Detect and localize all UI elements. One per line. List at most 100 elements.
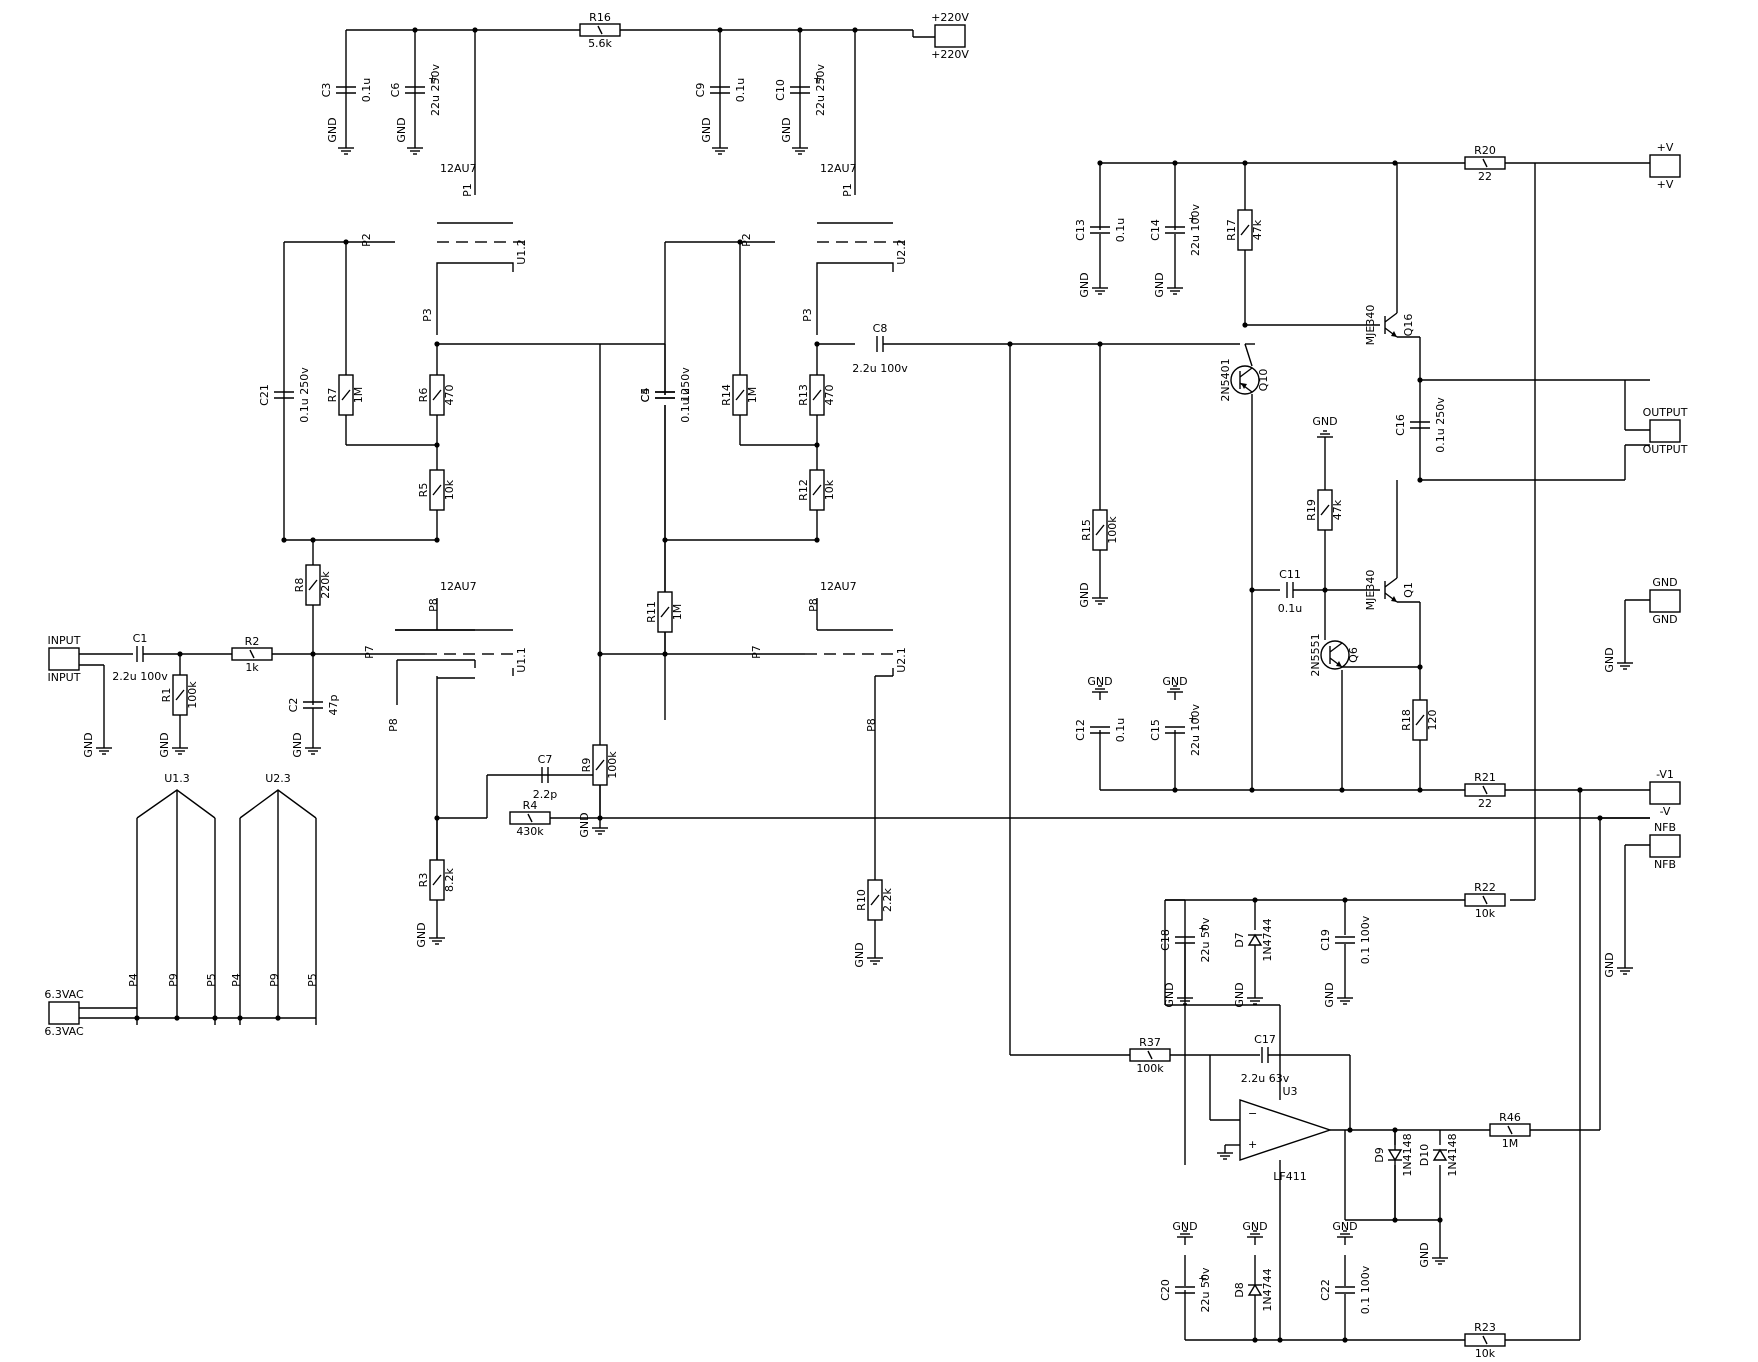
junction-dot — [1252, 1337, 1258, 1343]
value-label: 1N4744 — [1261, 918, 1274, 961]
polarity-mark: + — [1188, 212, 1197, 225]
junction-dot — [310, 537, 316, 543]
ground-symbol — [1617, 960, 1633, 975]
gnd-label: GND — [1312, 415, 1337, 428]
ground-symbol — [792, 140, 808, 155]
inverting-mark: − — [1248, 1107, 1257, 1120]
ref-label: C2 — [287, 698, 300, 713]
value-label: 1M — [746, 387, 759, 404]
ground-symbol — [1217, 1145, 1233, 1160]
junction-dot — [1417, 787, 1423, 793]
ground-symbol — [96, 740, 112, 755]
junction-dot — [737, 239, 743, 245]
junction-dot — [717, 27, 723, 33]
pin-label: P1 — [461, 183, 474, 197]
gnd-label: GND — [1603, 952, 1616, 977]
ref-label: C6 — [389, 83, 402, 98]
value-label: 0.1u — [1114, 218, 1127, 242]
junction-dot — [1339, 787, 1345, 793]
value-label: 10k — [443, 479, 456, 500]
ref-label: U3 — [1282, 1085, 1297, 1098]
resistor-r14: R14 1M — [720, 374, 759, 416]
ground-symbol — [429, 930, 445, 945]
junction-dot — [177, 651, 183, 657]
junction-dot — [597, 815, 603, 821]
ref-label: R14 — [720, 384, 733, 406]
value-label: 1M — [1502, 1137, 1519, 1150]
junction-dot — [1342, 897, 1348, 903]
value-label: 100k — [1106, 516, 1119, 544]
junction-dot — [472, 27, 478, 33]
ref-label: R17 — [1225, 219, 1238, 241]
wires — [79, 29, 1650, 1341]
junction-dot — [1392, 1217, 1398, 1223]
tube-ref: U2.1 — [895, 647, 908, 673]
ground-symbol — [1177, 1230, 1193, 1245]
ref-label: R21 — [1474, 771, 1496, 784]
gnd-label: GND — [291, 732, 304, 757]
connector-v1: -V1-V — [1649, 768, 1681, 818]
value-label: 1u — [679, 388, 692, 402]
value-label: 470 — [443, 385, 456, 406]
ref-label: D10 — [1418, 1144, 1431, 1166]
junction-dot — [1347, 1127, 1353, 1133]
ref-label: C1 — [133, 632, 148, 645]
junction-dot — [1417, 477, 1423, 483]
value-label: 100k — [186, 681, 199, 709]
gnd-label: GND — [415, 922, 428, 947]
junction-dot — [662, 651, 668, 657]
ref-label: C22 — [1319, 1279, 1332, 1301]
ref-label: C9 — [694, 83, 707, 98]
gnd-label: GND — [700, 117, 713, 142]
connector-value: INPUT — [48, 671, 81, 684]
junction-dot — [434, 537, 440, 543]
ground-symbol — [1337, 990, 1353, 1005]
pin-label: P2 — [740, 233, 753, 247]
tube-type-label: 12AU7 — [820, 580, 857, 593]
junction-dot — [1249, 787, 1255, 793]
ref-label: C11 — [1279, 568, 1301, 581]
pin-label: P1 — [841, 183, 854, 197]
junction-dot — [174, 1015, 180, 1021]
ref-label: D7 — [1233, 932, 1246, 947]
ref-label: Q10 — [1257, 369, 1270, 392]
junction-dot — [212, 1015, 218, 1021]
ref-label: R10 — [855, 889, 868, 911]
heater-ref: U2.3 — [265, 772, 291, 785]
connector-value: -V — [1660, 805, 1671, 818]
junction-dot — [814, 442, 820, 448]
value-label: LF411 — [1273, 1170, 1306, 1183]
ground-symbol — [1317, 430, 1333, 445]
connector-v: +V+V — [1649, 141, 1681, 191]
junction-dot — [412, 27, 418, 33]
value-label: 22 — [1478, 170, 1492, 183]
connector-value: OUTPUT — [1643, 443, 1688, 456]
ref-label: C15 — [1149, 719, 1162, 741]
ground-symbol — [305, 740, 321, 755]
junction-dot — [275, 1015, 281, 1021]
junction-dot — [1392, 1127, 1398, 1133]
connector-value: 6.3VAC — [44, 1025, 84, 1038]
connector-ref: INPUT — [48, 634, 81, 647]
gnd-label: GND — [780, 117, 793, 142]
value-label: 0.1 100v — [1359, 915, 1372, 964]
